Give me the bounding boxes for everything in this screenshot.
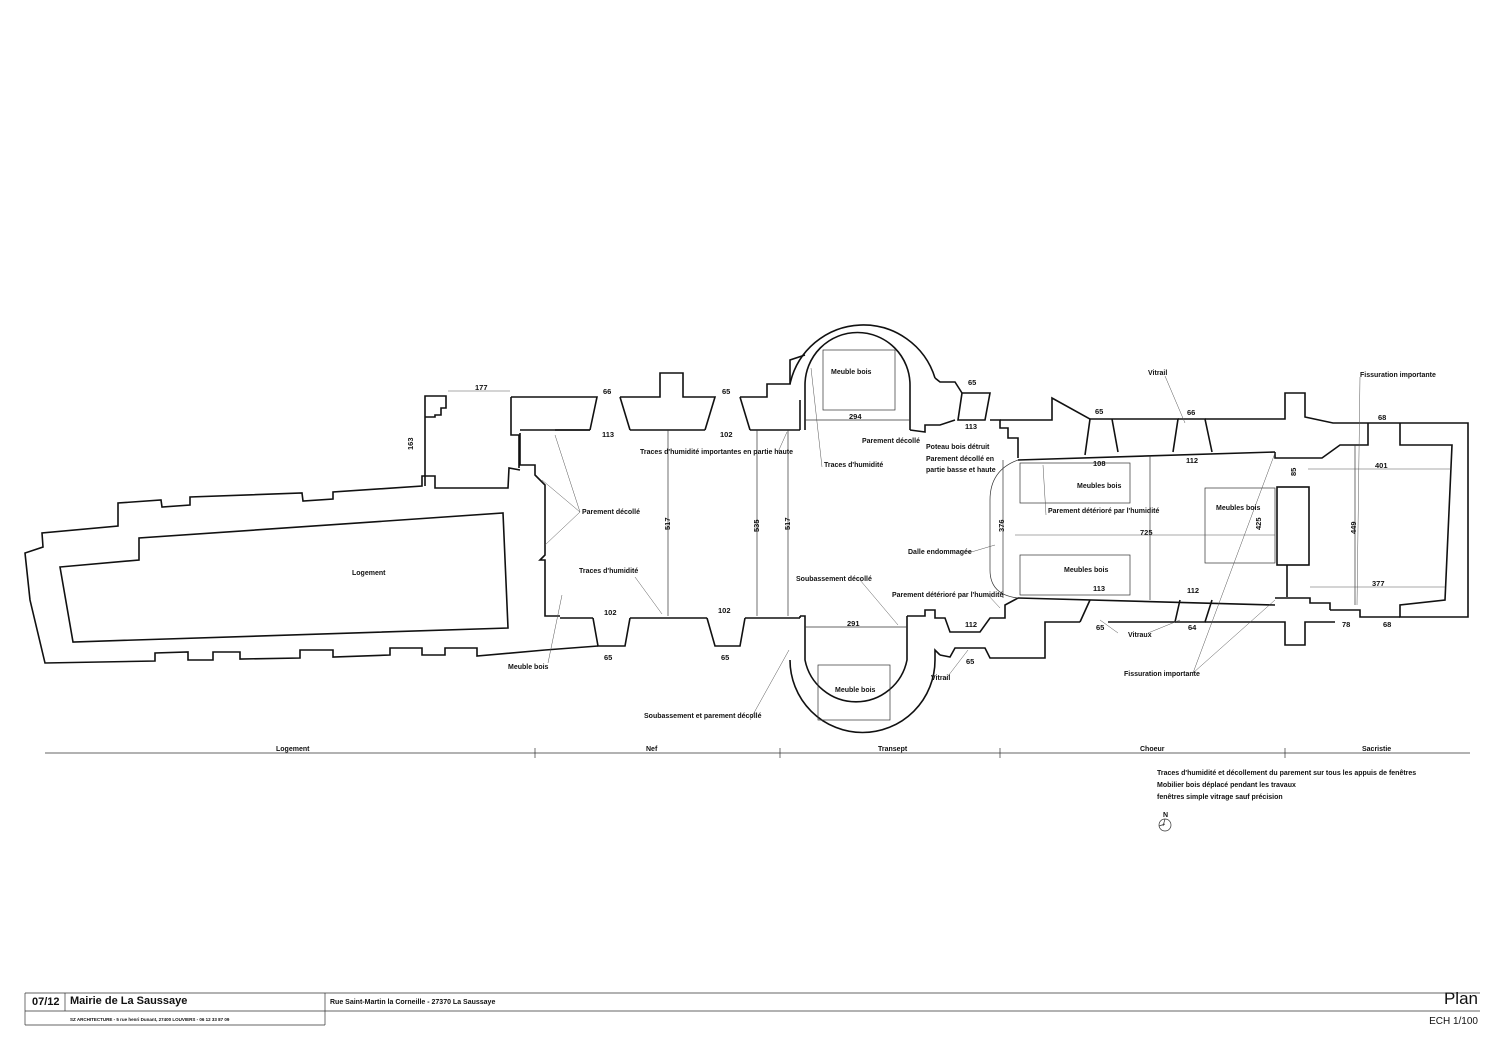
dimension: 535 <box>752 519 761 532</box>
dimension: 425 <box>1254 517 1263 530</box>
dimension: 65 <box>1096 623 1104 632</box>
logement-walls <box>24 395 546 664</box>
dimensions: 177 163 66 65 113 102 517 535 517 294 11… <box>406 378 1452 666</box>
dimension: 113 <box>965 422 977 431</box>
annotation: Meubles bois <box>1064 567 1108 574</box>
dimension: 102 <box>604 608 617 617</box>
dimension: 177 <box>475 383 488 392</box>
annotation: partie basse et haute <box>926 467 996 474</box>
dimension: 112 <box>1187 586 1199 595</box>
dimension: 68 <box>1378 413 1386 422</box>
annotation: Vitrail <box>931 675 950 682</box>
drawing-scale: ECH 1/100 <box>1429 1016 1478 1027</box>
note: Traces d'humidité et décollement du pare… <box>1157 770 1416 777</box>
annotation: Meubles bois <box>1216 505 1260 512</box>
annotation: Poteau bois détruit <box>926 444 990 451</box>
north-arrow-icon <box>1158 818 1172 832</box>
dimension: 78 <box>1342 620 1350 629</box>
choir-walls <box>1000 392 1355 646</box>
section-label: Logement <box>276 746 310 753</box>
dimension: 65 <box>1095 407 1103 416</box>
north-label: N <box>1163 812 1168 819</box>
dimension: 112 <box>965 620 977 629</box>
dimension: 85 <box>1289 468 1298 476</box>
dimension: 401 <box>1375 461 1388 470</box>
annotation: Parement décollé en <box>926 456 994 463</box>
annotation: Meuble bois <box>508 664 549 671</box>
annotation: Vitraux <box>1128 632 1152 639</box>
dimension: 65 <box>966 657 974 666</box>
dimension: 112 <box>1186 456 1198 465</box>
annotation: Meuble bois <box>831 369 872 376</box>
sheet-number: 07/12 <box>32 996 60 1008</box>
architect-info: SZ ARCHITECTURE - 5 rue henri Dunant, 27… <box>70 1017 230 1022</box>
dimension: 66 <box>603 387 611 396</box>
dimension: 376 <box>997 519 1006 532</box>
dimension: 102 <box>718 606 731 615</box>
dimension: 163 <box>406 437 415 450</box>
sacristy-walls <box>1330 422 1469 618</box>
section-label: Choeur <box>1140 746 1165 753</box>
annotation: Parement détérioré par l'humidité <box>1048 508 1159 515</box>
dimension: 377 <box>1372 579 1385 588</box>
nave-walls <box>511 354 806 651</box>
section-label: Sacristie <box>1362 746 1391 753</box>
room-label-logement: Logement <box>352 570 386 577</box>
annotation: Traces d'humidité <box>824 462 883 469</box>
dimension: 66 <box>1187 408 1195 417</box>
annotation: Fissuration importante <box>1360 372 1436 379</box>
dimension: 65 <box>604 653 612 662</box>
dimension: 725 <box>1140 528 1153 537</box>
leader-lines <box>541 367 1361 721</box>
dimension: 68 <box>1383 620 1391 629</box>
annotation: Parement décollé <box>862 438 920 445</box>
dimension: 113 <box>1093 584 1105 593</box>
dimension: 113 <box>602 430 614 439</box>
dimension: 108 <box>1093 459 1106 468</box>
project-address: Rue Saint-Martin la Corneille - 27370 La… <box>330 999 495 1006</box>
section-label: Nef <box>646 746 658 753</box>
annotation: Parement décollé <box>582 509 640 516</box>
annotation: Meuble bois <box>835 687 876 694</box>
dimension: 294 <box>849 412 862 421</box>
section-bar: Logement Nef Transept Choeur Sacristie <box>45 746 1470 758</box>
annotation: Meubles bois <box>1077 483 1121 490</box>
dimension: 102 <box>720 430 733 439</box>
annotation: Traces d'humidité importantes en partie … <box>640 449 793 456</box>
note: fenêtres simple vitrage sauf précision <box>1157 794 1283 801</box>
annotations: Meuble bois Meuble bois Meuble bois Pare… <box>508 369 1436 720</box>
dimension: 65 <box>968 378 976 387</box>
dimension: 65 <box>722 387 730 396</box>
annotation: Traces d'humidité <box>579 568 638 575</box>
transept-walls <box>789 324 1080 734</box>
title-block: 07/12 Mairie de La Saussaye SZ ARCHITECT… <box>24 989 1480 1027</box>
dimension: 517 <box>783 517 792 530</box>
dimension: 517 <box>663 517 672 530</box>
section-label: Transept <box>878 746 908 753</box>
annotation: Fissuration importante <box>1124 671 1200 678</box>
annotation: Vitrail <box>1148 370 1167 377</box>
annotation: Parement détérioré par l'humidité <box>892 592 1003 599</box>
note: Mobilier bois déplacé pendant les travau… <box>1157 782 1296 789</box>
drawing-title: Plan <box>1444 989 1478 1008</box>
project-name: Mairie de La Saussaye <box>70 995 187 1007</box>
annotation: Dalle endommagée <box>908 549 972 556</box>
dimension: 449 <box>1349 521 1358 534</box>
annotation: Soubassement décollé <box>796 576 872 583</box>
notes: Traces d'humidité et décollement du pare… <box>1157 770 1416 832</box>
dimension: 65 <box>721 653 729 662</box>
dimension: 64 <box>1188 623 1197 632</box>
annotation: Soubassement et parement décollé <box>644 713 762 720</box>
dimension: 291 <box>847 619 860 628</box>
